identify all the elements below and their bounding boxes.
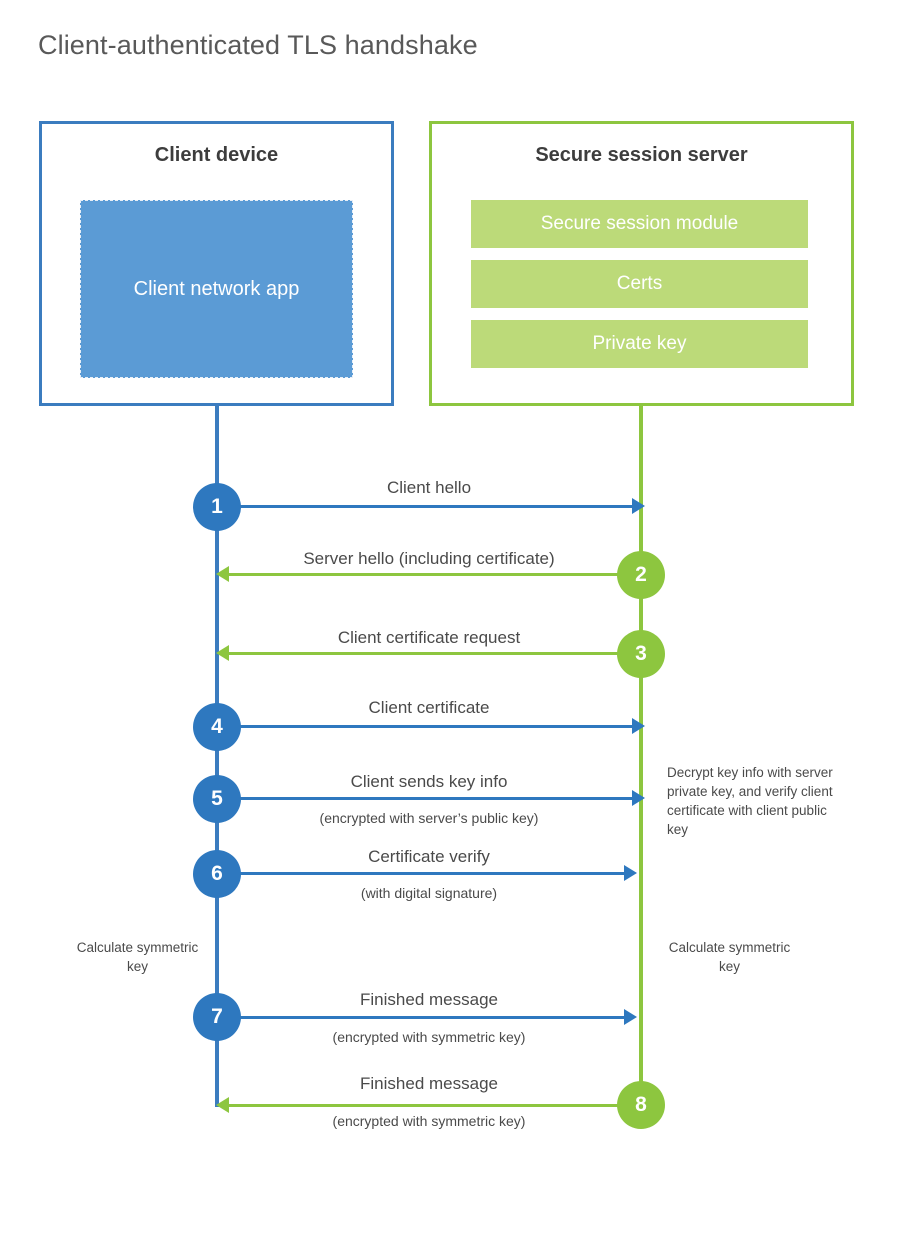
step-4-arrow-line [217, 725, 632, 728]
step-2-label: Server hello (including certificate) [303, 549, 555, 568]
step-4-marker[interactable]: 4 [193, 703, 241, 751]
secure-session-server-title: Secure session server [535, 144, 748, 166]
step-6-arrow-line [217, 872, 624, 875]
step-3-arrow-head [216, 645, 229, 661]
secure-session-server-box: Secure session server Secure session mod… [429, 121, 854, 406]
step-3-marker[interactable]: 3 [617, 630, 665, 678]
step-7-arrow-head [624, 1009, 637, 1025]
step-2-arrow-line [229, 573, 641, 576]
step-8-marker[interactable]: 8 [617, 1081, 665, 1129]
step-6-arrow-head [624, 865, 637, 881]
step-2-marker[interactable]: 2 [617, 551, 665, 599]
step-1-marker[interactable]: 1 [193, 483, 241, 531]
step-8-arrow-line [229, 1104, 641, 1107]
server-lifeline [639, 405, 643, 1105]
step-1-label: Client hello [386, 478, 472, 497]
step-1-arrow-line [217, 505, 632, 508]
step-2-arrow-head [216, 566, 229, 582]
step-5-sublabel: (encrypted with server’s public key) [319, 810, 539, 826]
server-module-list: Secure session module Certs Private key [471, 200, 808, 368]
server-decrypt-annotation: Decrypt key info with server private key… [667, 765, 833, 838]
step-6-label: Certificate verify [368, 847, 490, 866]
step-7-sublabel: (encrypted with symmetric key) [332, 1029, 526, 1045]
step-5-label: Client sends key info [350, 772, 508, 791]
step-5-arrow-line [217, 797, 632, 800]
client-network-app-block: Client network app [80, 200, 353, 378]
step-3-label: Client certificate request [337, 628, 521, 647]
page-title: Client-authenticated TLS handshake [38, 30, 478, 60]
step-6-marker[interactable]: 6 [193, 850, 241, 898]
server-calculate-symmetric-key-annotation: Calculate symmetric key [668, 940, 791, 975]
step-7-label: Finished message [360, 990, 498, 1009]
step-7-arrow-line [217, 1016, 624, 1019]
step-6-sublabel: (with digital signature) [360, 885, 498, 901]
step-4-arrow-head [632, 718, 645, 734]
step-4-label: Client certificate [368, 698, 490, 717]
step-8-sublabel: (encrypted with symmetric key) [332, 1113, 526, 1129]
step-1-arrow-head [632, 498, 645, 514]
server-module-certs: Certs [471, 260, 808, 308]
server-module-secure-session: Secure session module [471, 200, 808, 248]
client-device-box: Client device Client network app [39, 121, 394, 406]
client-device-title: Client device [154, 144, 279, 166]
client-lifeline [215, 405, 219, 1107]
step-7-marker[interactable]: 7 [193, 993, 241, 1041]
server-module-private-key: Private key [471, 320, 808, 368]
step-8-arrow-head [216, 1097, 229, 1113]
client-calculate-symmetric-key-annotation: Calculate symmetric key [76, 940, 199, 975]
step-5-arrow-head [632, 790, 645, 806]
step-5-marker[interactable]: 5 [193, 775, 241, 823]
step-8-label: Finished message [360, 1074, 498, 1093]
step-3-arrow-line [229, 652, 641, 655]
